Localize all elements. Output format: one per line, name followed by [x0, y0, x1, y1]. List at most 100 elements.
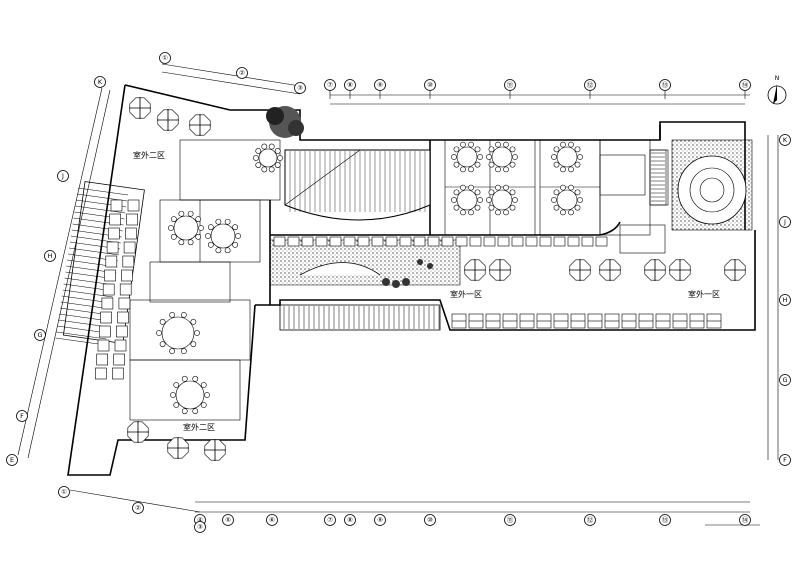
round-table	[156, 312, 200, 354]
umbrella-tables	[127, 97, 746, 461]
round-table	[451, 141, 483, 173]
svg-text:①: ①	[61, 488, 67, 496]
grid-bubble-bottom: ⑫	[584, 514, 596, 526]
svg-text:⑥: ⑥	[269, 516, 275, 524]
svg-text:⑦: ⑦	[327, 516, 333, 524]
grid-bubble-bottom: ⑥	[266, 514, 278, 526]
svg-text:⑧: ⑧	[347, 516, 353, 524]
round-table	[168, 210, 204, 246]
svg-text:⑪: ⑪	[507, 81, 514, 89]
svg-text:⑨: ⑨	[377, 516, 383, 524]
zone-outdoor-1-right: 室外一区	[688, 289, 720, 299]
round-table	[486, 184, 518, 216]
svg-text:H: H	[48, 252, 53, 260]
grid-axis-bubbles: ⑦ ⑧ ⑨ ⑩ ⑪ ⑫ ⑬ ⑭ ④ ⑤ ⑥ ⑦ ⑧ ⑨ ⑩ ⑪ ⑫ ⑬ ⑭ ① ② ③ ① ② ③ K J H G F E K J H G F	[6, 52, 791, 533]
north-label: N	[775, 75, 780, 82]
svg-text:⑩: ⑩	[427, 81, 433, 89]
grid-bubble-bottom: ⑬	[659, 514, 671, 526]
svg-text:⑨: ⑨	[377, 81, 383, 89]
grid-bubble-bottom: ⑪	[504, 514, 516, 526]
svg-text:⑫: ⑫	[587, 516, 594, 524]
grid-bubble-bottom: ⑭	[739, 514, 751, 526]
grid-bubble-bottom: ⑦	[324, 514, 336, 526]
svg-text:⑭: ⑭	[742, 516, 749, 524]
grid-bubble-top: ⑨	[374, 79, 386, 91]
svg-text:⑬: ⑬	[662, 81, 669, 89]
svg-text:②: ②	[239, 69, 245, 77]
dining-tables	[156, 141, 583, 415]
round-table	[551, 141, 583, 173]
svg-text:J: J	[783, 218, 786, 226]
grid-bubble-top: ⑪	[504, 79, 516, 91]
grid-bubble-right: H	[779, 294, 791, 306]
round-pavilion	[677, 155, 747, 225]
dimension-lines	[17, 63, 779, 526]
svg-text:①: ①	[162, 54, 168, 62]
umbrella-table	[167, 437, 189, 459]
svg-text:K: K	[98, 78, 103, 86]
grid-bubble-top: ⑭	[739, 79, 751, 91]
grid-bubble-bottom: ⑤	[222, 514, 234, 526]
grid-bubble-left: K	[94, 76, 106, 88]
grid-bubble-bottom: ⑨	[374, 514, 386, 526]
svg-text:⑦: ⑦	[327, 81, 333, 89]
grid-bubble-upper-left: ①	[159, 52, 171, 64]
svg-text:⑬: ⑬	[662, 516, 669, 524]
grid-bubble-right: F	[779, 454, 791, 466]
grid-bubble-top: ⑫	[584, 79, 596, 91]
tree-icon	[266, 106, 304, 138]
svg-text:E: E	[10, 456, 14, 464]
svg-text:⑤: ⑤	[225, 516, 231, 524]
round-table	[170, 375, 210, 415]
umbrella-table	[204, 439, 226, 461]
grid-bubble-top: ⑩	[424, 79, 436, 91]
umbrella-table	[189, 114, 211, 136]
svg-text:H: H	[783, 296, 788, 304]
zone-outdoor-2-upper: 室外二区	[133, 150, 165, 160]
booth-seating	[95, 199, 722, 380]
zone-outdoor-2-lower: 室外二区	[183, 422, 215, 432]
stage-platform	[284, 149, 431, 221]
grid-bubble-right: K	[779, 134, 791, 146]
svg-text:⑫: ⑫	[587, 81, 594, 89]
grid-bubble-lower-left: ①	[58, 486, 70, 498]
grid-bubble-lower-left: ③	[194, 521, 206, 533]
round-table	[205, 218, 241, 254]
svg-text:J: J	[61, 172, 64, 180]
umbrella-table	[464, 259, 486, 281]
round-table	[486, 141, 518, 173]
grid-bubble-left: J	[57, 170, 69, 182]
svg-text:②: ②	[135, 504, 141, 512]
zone-outdoor-1-center: 室外一区	[450, 289, 482, 299]
grid-bubble-left: G	[34, 329, 46, 341]
round-table	[551, 184, 583, 216]
svg-text:G: G	[37, 331, 42, 339]
svg-text:⑭: ⑭	[742, 81, 749, 89]
umbrella-table	[724, 259, 746, 281]
svg-text:K: K	[783, 136, 788, 144]
shrubs	[382, 259, 433, 288]
umbrella-table	[599, 259, 621, 281]
grid-bubble-right: G	[779, 374, 791, 386]
grid-bubble-top: ⑬	[659, 79, 671, 91]
round-table	[451, 184, 483, 216]
umbrella-table	[157, 109, 179, 131]
grid-bubble-upper-left: ③	[294, 82, 306, 94]
north-arrow-icon: N	[767, 75, 787, 105]
grid-bubble-left: H	[44, 250, 56, 262]
svg-text:F: F	[20, 412, 24, 420]
grid-bubble-bottom: ⑩	[424, 514, 436, 526]
umbrella-table	[644, 259, 666, 281]
umbrella-table	[669, 259, 691, 281]
round-table	[253, 143, 283, 173]
grid-bubble-top: ⑧	[344, 79, 356, 91]
grid-bubble-upper-left: ②	[236, 67, 248, 79]
umbrella-table	[127, 421, 149, 443]
svg-text:⑧: ⑧	[347, 81, 353, 89]
svg-text:⑩: ⑩	[427, 516, 433, 524]
svg-text:④: ④	[197, 516, 203, 524]
umbrella-table	[569, 259, 591, 281]
svg-text:⑪: ⑪	[507, 516, 514, 524]
svg-text:③: ③	[297, 84, 303, 92]
